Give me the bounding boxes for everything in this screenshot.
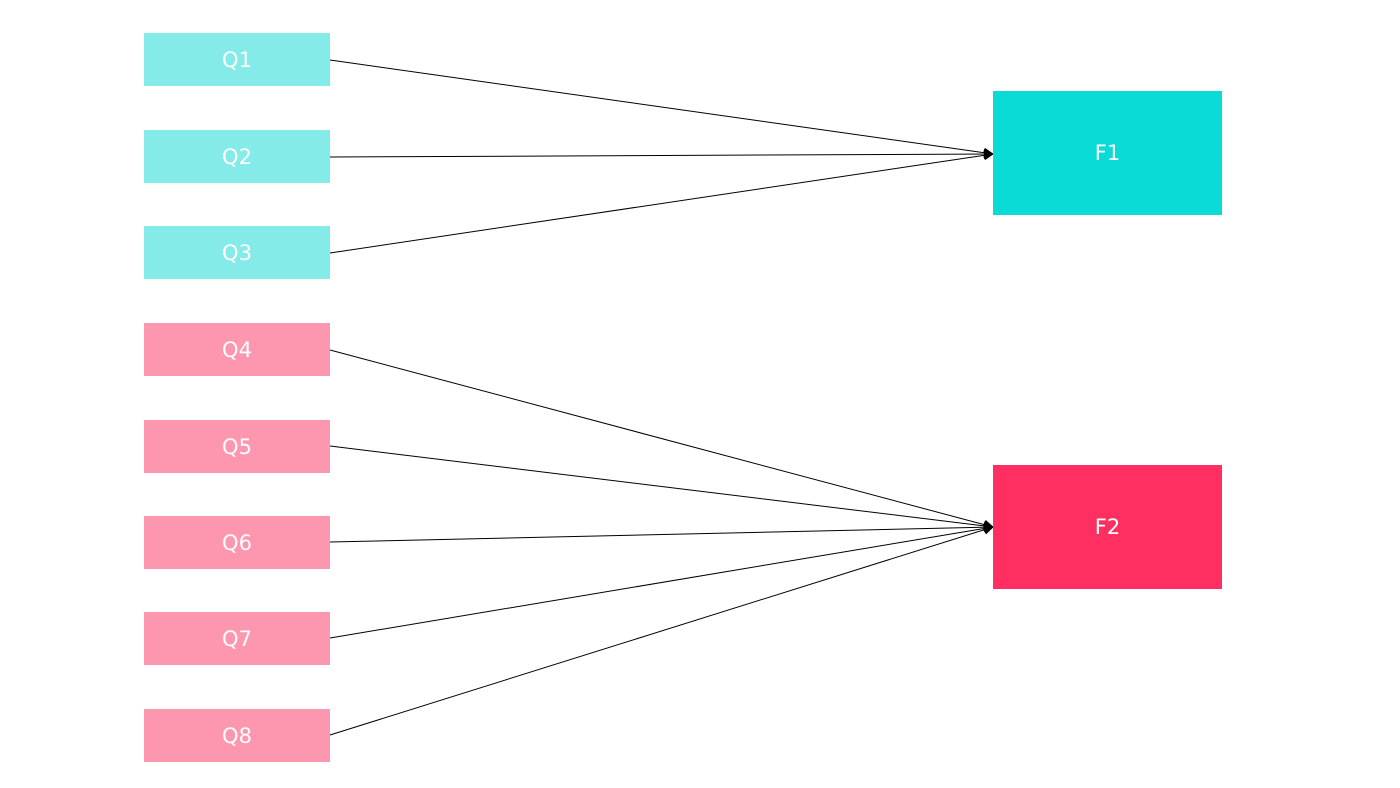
edge-q8-f2 xyxy=(329,524,994,736)
item-node-q7: Q7 xyxy=(144,612,330,665)
item-node-q1: Q1 xyxy=(144,33,330,86)
factor-node-f2: F2 xyxy=(993,465,1222,589)
item-node-q3: Q3 xyxy=(144,226,330,279)
edge-q4-f2 xyxy=(329,349,994,530)
edge-q7-f2 xyxy=(329,523,994,639)
edge-q3-f1 xyxy=(329,150,994,254)
edge-q5-f2 xyxy=(329,445,994,531)
item-node-q8: Q8 xyxy=(144,709,330,762)
item-node-q2: Q2 xyxy=(144,130,330,183)
item-node-q5: Q5 xyxy=(144,420,330,473)
edge-q6-f2 xyxy=(329,522,994,543)
item-node-q6: Q6 xyxy=(144,516,330,569)
item-node-q4: Q4 xyxy=(144,323,330,376)
factor-node-f1: F1 xyxy=(993,91,1222,215)
edge-q1-f1 xyxy=(329,59,994,158)
edge-q2-f1 xyxy=(329,149,994,160)
